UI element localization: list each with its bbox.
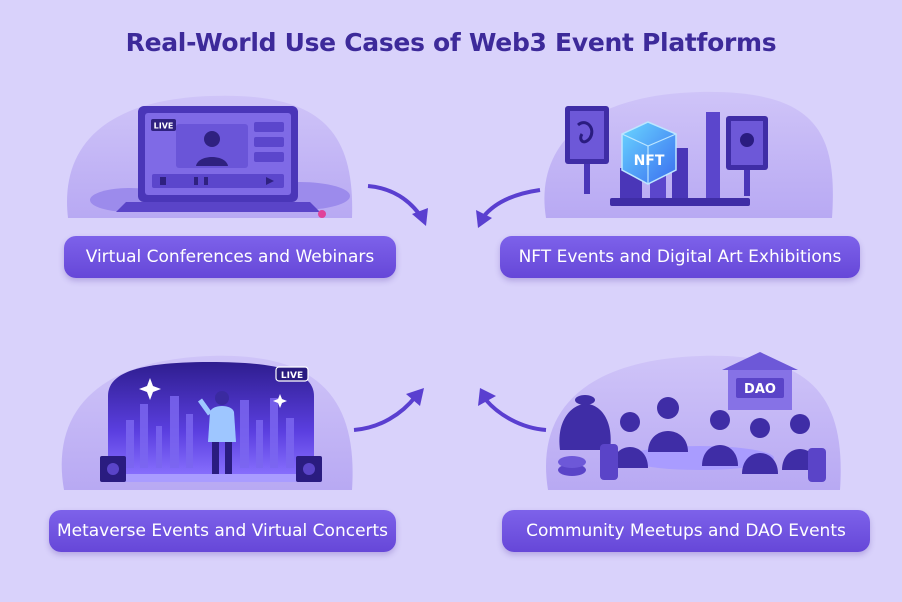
arrow-icon (353, 394, 418, 432)
dao-badge: DAO (744, 382, 776, 397)
arrow-icon (484, 398, 547, 432)
nft-gallery-icon: NFT (544, 91, 833, 218)
live-badge-3: LIVE (275, 366, 309, 382)
card-label-community-meetups: Community Meetups and DAO Events (502, 510, 870, 552)
svg-text:LIVE: LIVE (281, 371, 303, 381)
arrow-icon (367, 184, 424, 220)
card-label-virtual-conferences: Virtual Conferences and Webinars (64, 236, 396, 278)
dao-meetup-icon: DAO (545, 352, 841, 490)
arrowhead-icon (476, 210, 492, 228)
metaverse-concert-icon (61, 355, 353, 490)
arrowhead-icon (406, 388, 424, 406)
live-badge-1: LIVE (151, 119, 176, 131)
arrowhead-icon (412, 208, 428, 226)
arrow-icon (482, 188, 541, 218)
card-label-metaverse-events: Metaverse Events and Virtual Concerts (49, 510, 396, 552)
svg-text:LIVE: LIVE (154, 122, 174, 131)
laptop-webinar-icon (67, 95, 353, 218)
arrowhead-icon (478, 388, 496, 406)
page-title: Real-World Use Cases of Web3 Event Platf… (125, 28, 777, 57)
card-label-nft-events: NFT Events and Digital Art Exhibitions (500, 236, 860, 278)
nft-badge: NFT (634, 153, 665, 169)
